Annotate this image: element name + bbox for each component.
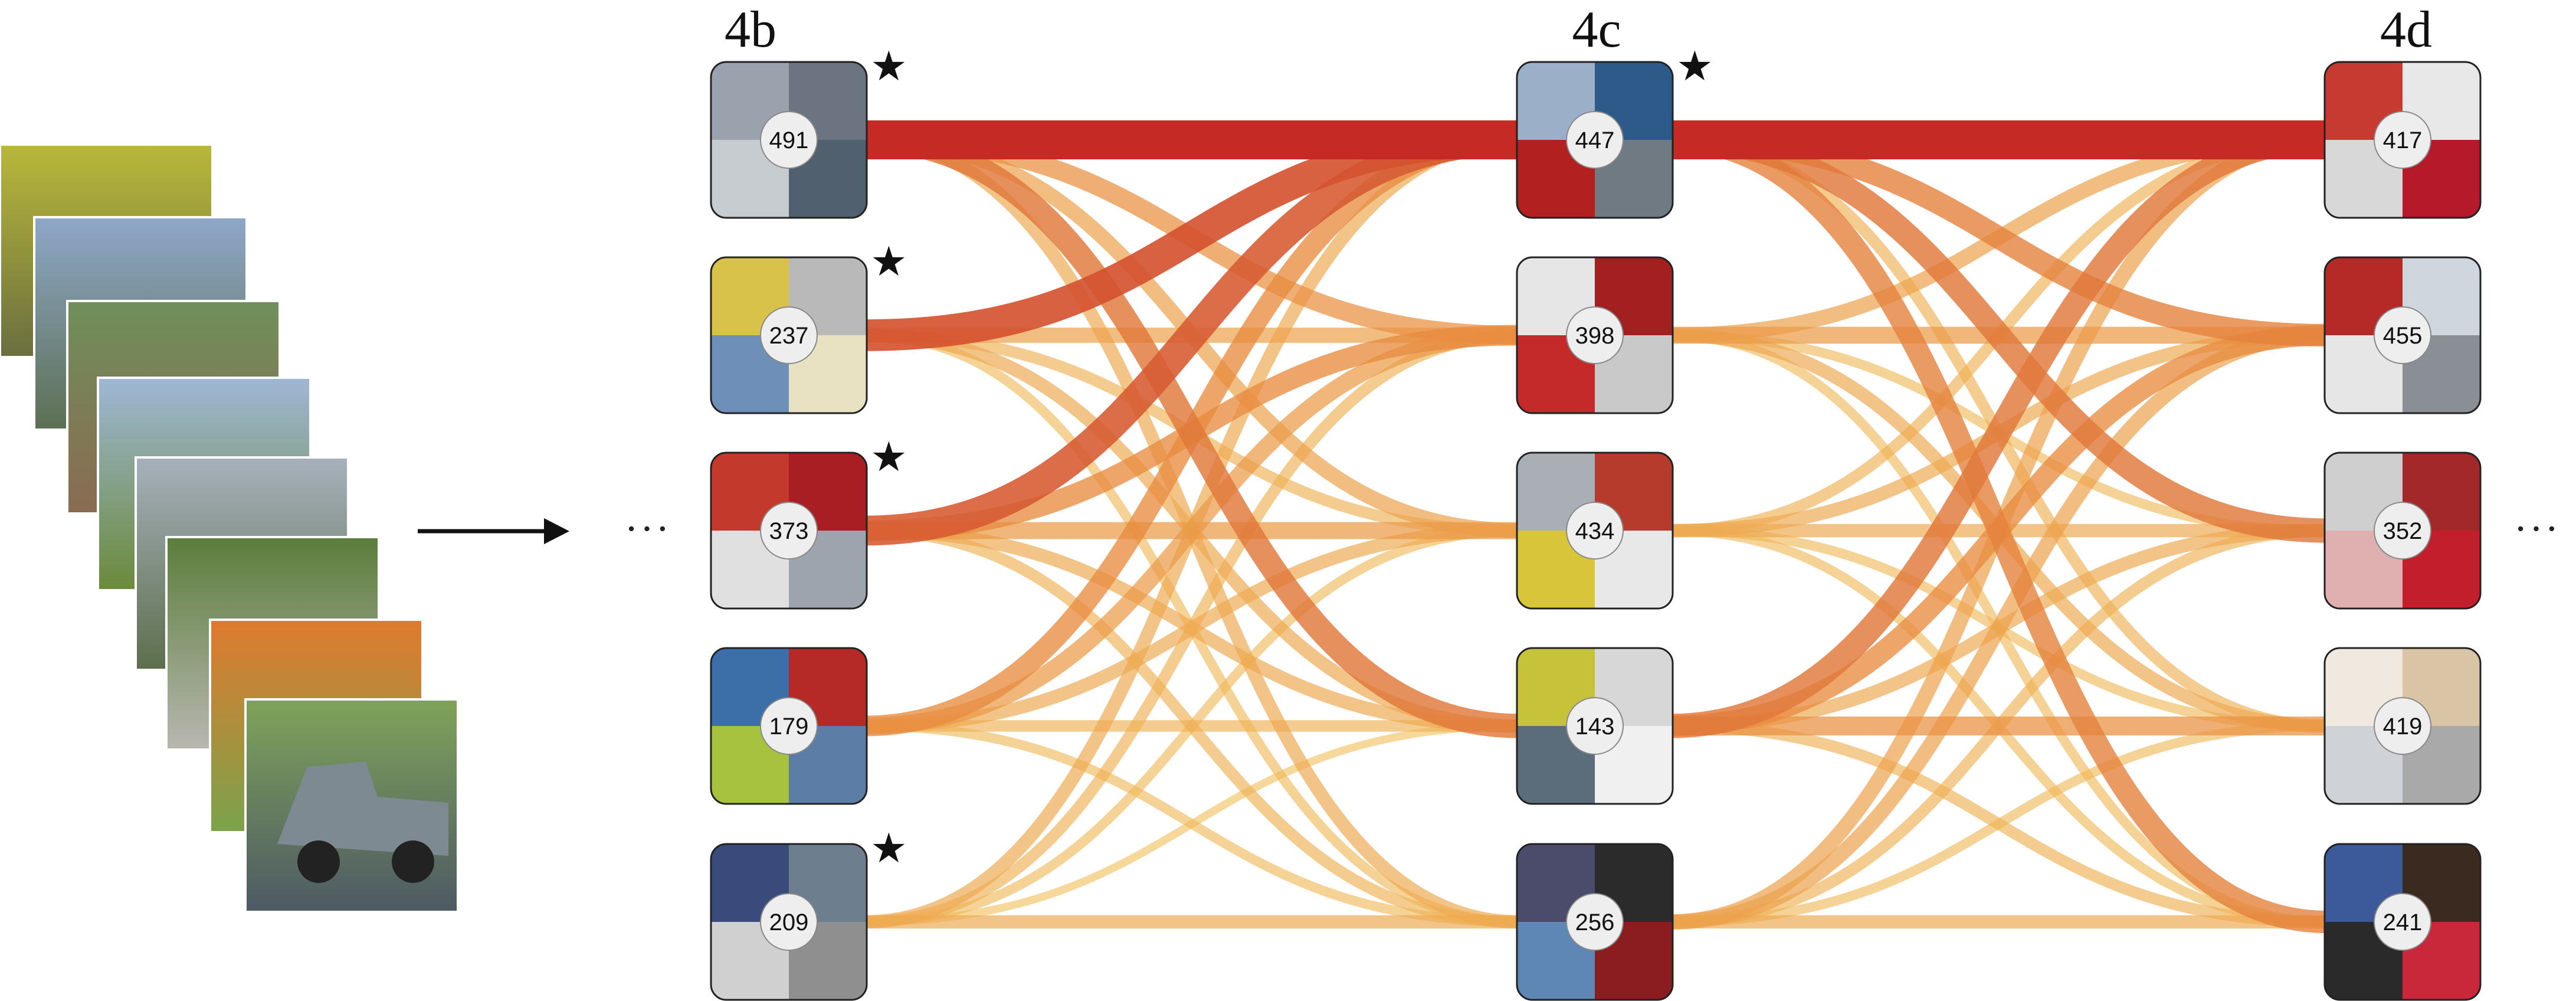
edge-4b-4c-3-4 [864,721,1520,927]
neuron-node-4d-241[interactable]: 241 [2323,843,2482,1001]
neuron-id-badge [2374,502,2431,560]
neuron-id-badge [1566,111,1624,169]
edge-4c-4d-3-0 [1670,127,2328,738]
neuron-id-label: 237 [769,323,809,349]
neuron-id-badge [2374,111,2431,169]
neuron-node-4b-237[interactable]: 237 [710,256,868,414]
layer-header-4c: 4c [1572,1,1621,58]
star-icon: ★ [870,237,907,286]
neuron-id-label: 417 [2383,127,2423,153]
neuron-id-badge [1566,306,1624,364]
neuron-node-4b-179[interactable]: 179 [710,647,868,805]
ellipsis-right: ··· [2515,508,2562,551]
neuron-id-label: 143 [1575,714,1615,740]
neuron-id-badge [760,306,818,364]
neuron-node-4d-417[interactable]: 417 [2323,61,2482,219]
neuron-node-4d-419[interactable]: 419 [2323,647,2482,805]
edge-4c-4d-4-1 [1670,328,2328,930]
neuron-node-4c-447[interactable]: 447 [1516,61,1674,219]
star-icon: ★ [870,433,907,481]
neuron-id-label: 434 [1575,518,1615,544]
neuron-id-badge [2374,306,2431,364]
neuron-id-badge [760,893,818,951]
layer-header-4b: 4b [725,1,776,58]
neuron-id-label: 491 [769,127,809,153]
star-icon: ★ [1676,42,1713,90]
neuron-id-badge [1566,502,1624,560]
neuron-id-badge [1566,697,1624,755]
neuron-id-label: 373 [769,518,809,544]
edge-4c-4d-3-4 [1670,720,2328,928]
neuron-id-label: 455 [2383,323,2423,349]
edge-4c-4d-0-2 [1670,127,2328,543]
neuron-id-label: 447 [1575,127,1615,153]
star-icon: ★ [870,824,907,872]
layer-header-4d: 4d [2380,1,2432,58]
neuron-id-badge [760,502,818,560]
neuron-node-4b-491[interactable]: 491 [710,61,868,219]
star-icon: ★ [870,42,907,90]
neuron-node-4c-398[interactable]: 398 [1516,256,1674,414]
neuron-id-badge [1566,893,1624,951]
neuron-id-label: 352 [2383,518,2423,544]
neuron-nodes: 491 237 373 179 209 447 398 434 143 256 417 455 352 4… [710,61,2482,1001]
connection-edges [864,120,2328,934]
neuron-node-4c-143[interactable]: 143 [1516,647,1674,805]
neuron-id-badge [760,697,818,755]
edge-4b-4c-3-2 [864,524,1520,733]
neuron-id-badge [2374,893,2431,951]
ellipsis-left: ··· [625,508,673,551]
truck-illustration [277,761,448,883]
neuron-id-badge [760,111,818,169]
neuron-node-4d-352[interactable]: 352 [2323,452,2482,610]
neuron-id-label: 419 [2383,714,2423,740]
neuron-id-badge [2374,697,2431,755]
neuron-node-4d-455[interactable]: 455 [2323,256,2482,414]
neuron-node-4c-434[interactable]: 434 [1516,452,1674,610]
edge-4c-4d-0-4 [1670,128,2328,934]
edge-4b-4c-0-3 [864,127,1520,738]
neuron-id-label: 398 [1575,323,1615,349]
neuron-node-4c-256[interactable]: 256 [1516,843,1674,1001]
neuron-id-label: 256 [1575,910,1615,935]
neuron-node-4b-209[interactable]: 209 [710,843,868,1001]
neuron-id-label: 209 [769,910,809,935]
neuron-id-label: 241 [2383,910,2423,935]
neuron-node-4b-373[interactable]: 373 [710,452,868,610]
neuron-id-label: 179 [769,714,809,740]
input-image-stack [0,143,459,913]
input-arrow [418,518,569,544]
